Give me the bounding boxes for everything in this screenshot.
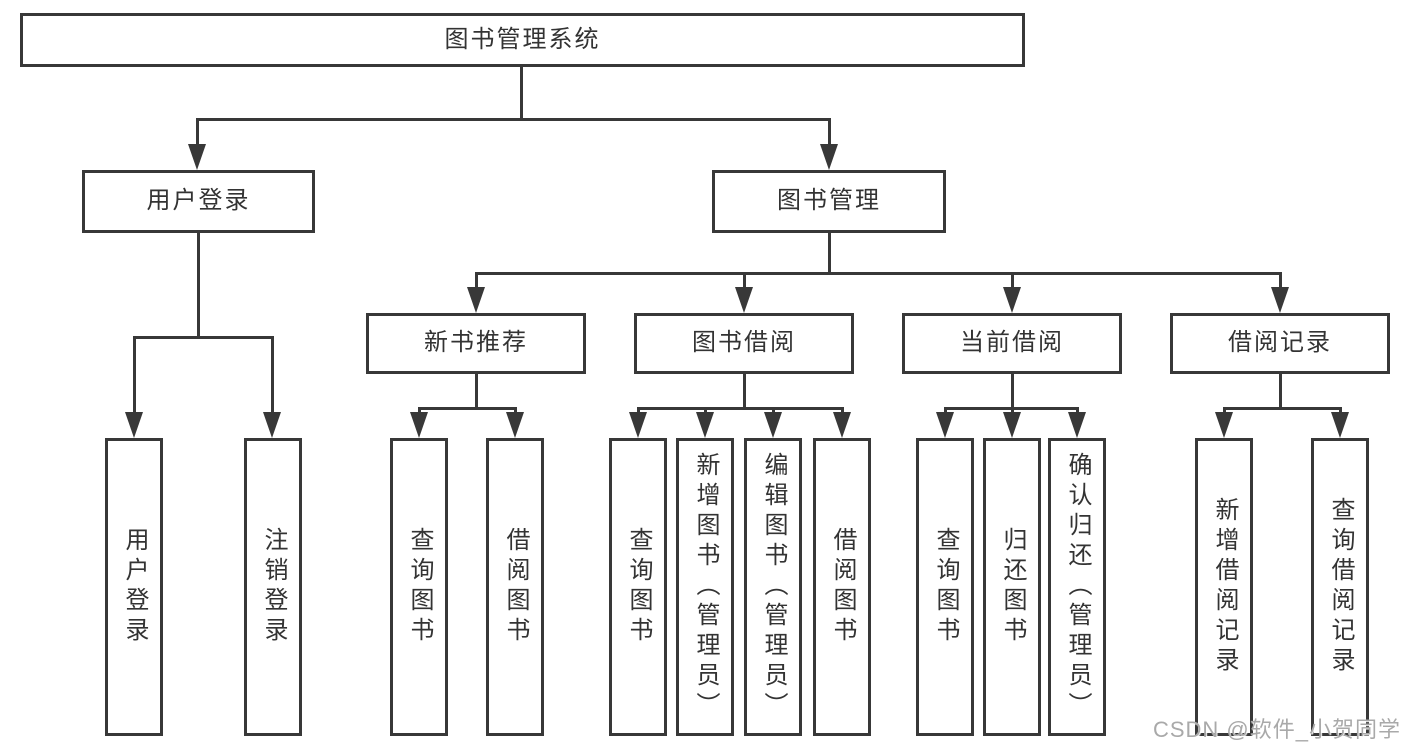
arrow-down-icon bbox=[467, 287, 485, 313]
node-label: 图书借阅 bbox=[692, 329, 796, 357]
connector-bookmgmt-split bbox=[476, 272, 1282, 275]
connector-line bbox=[133, 336, 136, 416]
connector-newbook-stem bbox=[475, 374, 478, 408]
leaf-user-login: 用户登录 bbox=[105, 438, 163, 736]
arrow-down-icon bbox=[696, 412, 714, 438]
connector-line bbox=[743, 272, 746, 292]
connector-root-stem bbox=[520, 67, 523, 118]
node-label: 图书管理 bbox=[777, 187, 881, 215]
node-new-book-recommend: 新书推荐 bbox=[366, 313, 586, 374]
node-label: 确认归还（管理员） bbox=[1064, 452, 1091, 722]
arrow-down-icon bbox=[410, 412, 428, 438]
arrow-down-icon bbox=[263, 412, 281, 438]
node-label: 用户登录 bbox=[121, 527, 148, 647]
node-label: 注销登录 bbox=[260, 527, 287, 647]
connector-borrow-stem bbox=[743, 374, 746, 408]
connector-records-stem bbox=[1279, 374, 1282, 408]
arrow-down-icon bbox=[1003, 412, 1021, 438]
node-label: 查询图书 bbox=[625, 527, 652, 647]
connector-borrow-split bbox=[638, 407, 844, 410]
connector-level1-split bbox=[197, 118, 831, 121]
node-label: 借阅图书 bbox=[502, 527, 529, 647]
node-label: 当前借阅 bbox=[960, 329, 1064, 357]
node-label: 新增借阅记录 bbox=[1211, 497, 1238, 677]
node-label: 新书推荐 bbox=[424, 329, 528, 357]
leaf-logout: 注销登录 bbox=[244, 438, 302, 736]
connector-newbook-split bbox=[419, 407, 517, 410]
node-label: 用户登录 bbox=[146, 187, 251, 215]
leaf-edit-books-admin: 编辑图书（管理员） bbox=[744, 438, 802, 736]
connector-line bbox=[1279, 272, 1282, 292]
node-label: 查询图书 bbox=[932, 527, 959, 647]
leaf-borrow-books-recommend: 借阅图书 bbox=[486, 438, 544, 736]
leaf-query-borrow-record: 查询借阅记录 bbox=[1311, 438, 1369, 736]
arrow-down-icon bbox=[125, 412, 143, 438]
node-label: 图书管理系统 bbox=[444, 25, 601, 53]
arrow-down-icon bbox=[188, 144, 206, 170]
arrow-down-icon bbox=[506, 412, 524, 438]
node-library-system: 图书管理系统 bbox=[20, 13, 1025, 67]
node-label: 查询图书 bbox=[406, 527, 433, 647]
connector-line bbox=[271, 336, 274, 416]
connector-line bbox=[475, 272, 478, 292]
arrow-down-icon bbox=[1271, 287, 1289, 313]
arrow-down-icon bbox=[1215, 412, 1233, 438]
arrow-down-icon bbox=[936, 412, 954, 438]
connector-userlogin-split bbox=[134, 336, 274, 339]
node-book-management: 图书管理 bbox=[712, 170, 946, 233]
node-book-borrowing: 图书借阅 bbox=[634, 313, 854, 374]
connector-bookmgmt-stem bbox=[828, 233, 831, 273]
arrow-down-icon bbox=[1068, 412, 1086, 438]
arrow-down-icon bbox=[735, 287, 753, 313]
node-current-borrowing: 当前借阅 bbox=[902, 313, 1122, 374]
node-borrowing-records: 借阅记录 bbox=[1170, 313, 1390, 374]
connector-userlogin-stem bbox=[197, 233, 200, 336]
connector-records-split bbox=[1224, 407, 1342, 410]
leaf-borrow-books: 借阅图书 bbox=[813, 438, 871, 736]
node-label: 借阅图书 bbox=[829, 527, 856, 647]
leaf-confirm-return-admin: 确认归还（管理员） bbox=[1048, 438, 1106, 736]
leaf-add-books-admin: 新增图书（管理员） bbox=[676, 438, 734, 736]
connector-line bbox=[196, 118, 199, 148]
arrow-down-icon bbox=[764, 412, 782, 438]
arrow-down-icon bbox=[820, 144, 838, 170]
node-label: 归还图书 bbox=[999, 527, 1026, 647]
leaf-query-books-borrow: 查询图书 bbox=[609, 438, 667, 736]
node-label: 新增图书（管理员） bbox=[692, 452, 719, 722]
node-label: 编辑图书（管理员） bbox=[760, 452, 787, 722]
leaf-return-books: 归还图书 bbox=[983, 438, 1041, 736]
node-label: 借阅记录 bbox=[1228, 329, 1332, 357]
arrow-down-icon bbox=[629, 412, 647, 438]
arrow-down-icon bbox=[1003, 287, 1021, 313]
connector-current-stem bbox=[1011, 374, 1014, 408]
arrow-down-icon bbox=[1331, 412, 1349, 438]
leaf-query-books-current: 查询图书 bbox=[916, 438, 974, 736]
leaf-query-books-recommend: 查询图书 bbox=[390, 438, 448, 736]
node-label: 查询借阅记录 bbox=[1327, 497, 1354, 677]
leaf-add-borrow-record: 新增借阅记录 bbox=[1195, 438, 1253, 736]
connector-line bbox=[1011, 272, 1014, 292]
node-user-login: 用户登录 bbox=[82, 170, 315, 233]
arrow-down-icon bbox=[833, 412, 851, 438]
watermark: CSDN @软件_小贺同学 bbox=[1152, 717, 1401, 742]
connector-line bbox=[828, 118, 831, 148]
